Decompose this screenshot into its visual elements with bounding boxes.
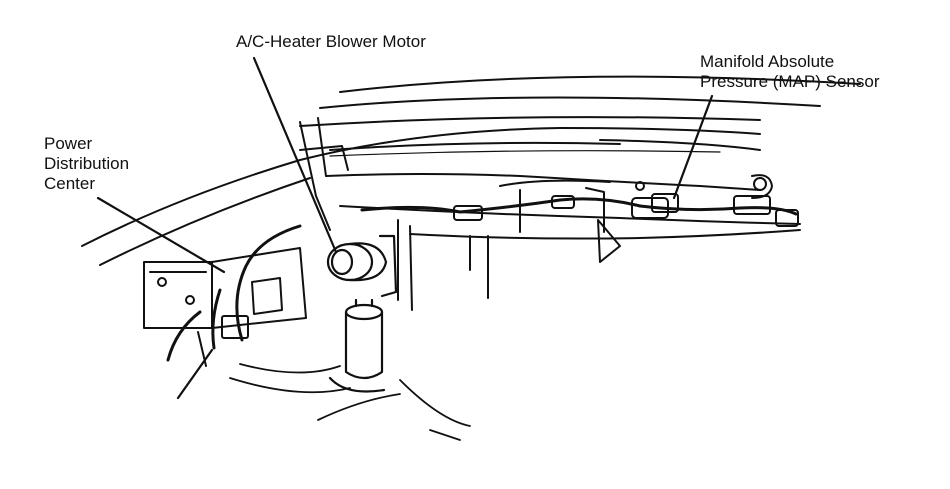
map-sensor-label: Manifold Absolute Pressure (MAP) Sensor	[700, 52, 880, 92]
wiring-harness	[166, 197, 798, 362]
pdc-label-line3: Center	[44, 174, 96, 193]
callout-leaders	[96, 56, 714, 400]
blower-motor	[326, 234, 398, 298]
leader-power-distribution-center	[96, 196, 226, 274]
firewall-structure	[299, 117, 801, 311]
harness-clips	[453, 174, 799, 263]
hood-outline	[81, 75, 861, 266]
power-distribution-center	[143, 247, 307, 367]
leader-map-sensor	[672, 94, 714, 200]
fender-lines	[229, 363, 471, 441]
map-sensor-label-line2: Pressure (MAP) Sensor	[700, 72, 880, 91]
map-sensor	[635, 181, 679, 213]
map-sensor-label-line1: Manifold Absolute	[700, 52, 835, 71]
power-distribution-center-label: Power Distribution Center	[44, 134, 129, 194]
blower-motor-label-text: A/C-Heater Blower Motor	[236, 32, 426, 51]
leader-blower-motor	[252, 56, 338, 254]
pdc-label-line1: Power	[44, 134, 93, 153]
leader-lower	[176, 348, 214, 400]
blower-motor-label: A/C-Heater Blower Motor	[236, 32, 426, 52]
accumulator-canister	[328, 298, 386, 393]
pdc-label-line2: Distribution	[44, 154, 130, 173]
